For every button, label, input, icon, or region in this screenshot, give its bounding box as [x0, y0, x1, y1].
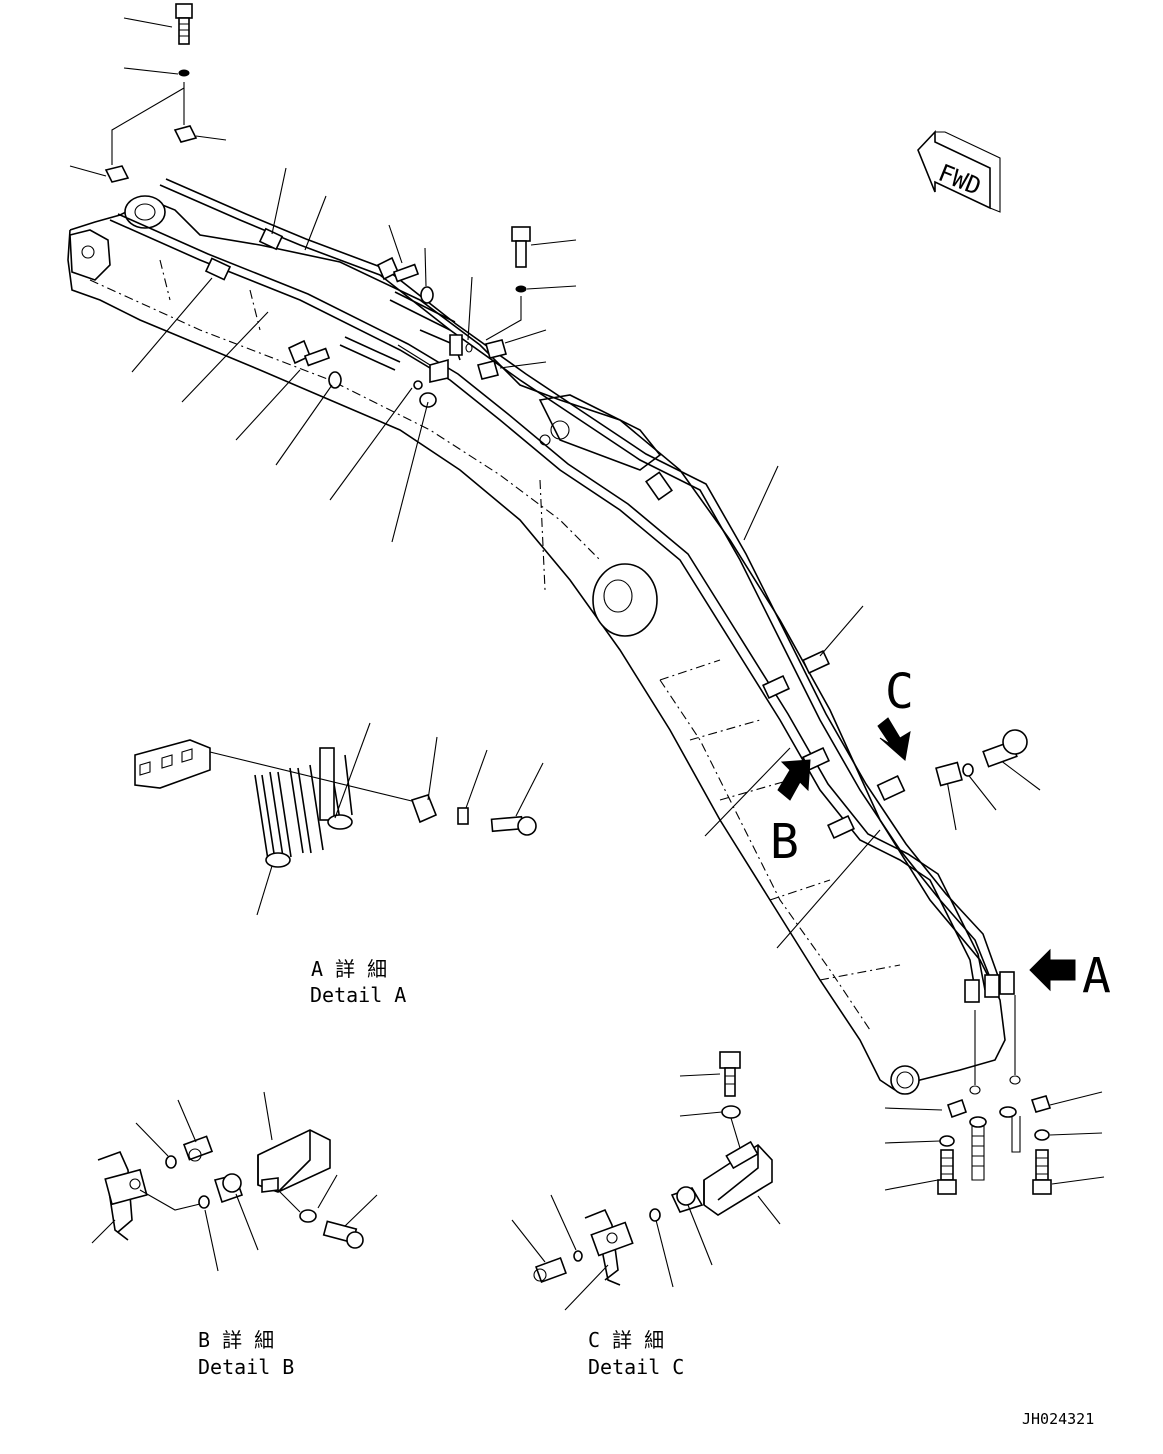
detail-c-en: Detail C — [588, 1355, 684, 1379]
detail-a-caption: A 詳 細 Detail A — [310, 957, 406, 1007]
detail-c-caption: C 詳 細 Detail C — [588, 1328, 684, 1379]
detail-b-en: Detail B — [198, 1355, 294, 1379]
callout-arrow-c: C — [877, 664, 914, 761]
detail-a-jp: A 詳 細 — [311, 957, 387, 981]
fastener-stack-top — [104, 3, 198, 183]
detail-b-drawing — [91, 1091, 378, 1272]
detail-b-jp: B 詳 細 — [198, 1328, 274, 1352]
drawing-id: JH024321 — [1022, 1410, 1094, 1428]
detail-a-en: Detail A — [310, 983, 406, 1007]
fitting-c-assembly — [935, 729, 1028, 787]
callout-letter-a: A — [1082, 948, 1111, 1004]
callout-arrow-b: B — [770, 759, 811, 870]
hydraulic-pipes — [109, 178, 1015, 1003]
lower-right-fittings — [884, 995, 1105, 1195]
detail-c-jp: C 詳 細 — [588, 1328, 664, 1352]
detail-b-caption: B 詳 細 Detail B — [198, 1328, 294, 1379]
leader-lines — [69, 17, 1041, 949]
excavator-arm — [67, 195, 1006, 1095]
fwd-indicator: FWD — [917, 129, 1001, 213]
callout-arrow-a: A — [1029, 948, 1111, 1004]
detail-a-drawing — [134, 722, 544, 916]
callout-letter-c: C — [885, 664, 914, 720]
callout-letter-b: B — [770, 814, 799, 870]
bolts-upper — [287, 226, 531, 408]
detail-c-drawing — [511, 1051, 781, 1311]
